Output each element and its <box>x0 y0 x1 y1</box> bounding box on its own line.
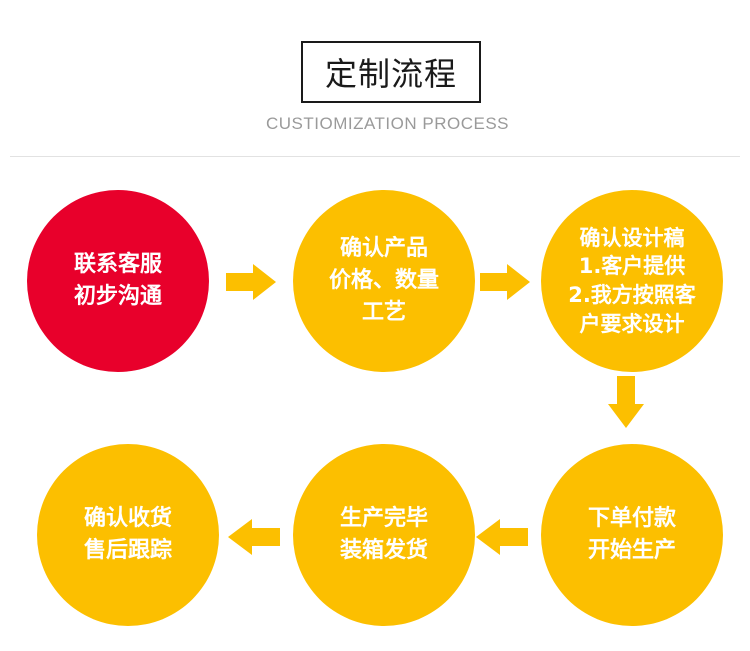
step-order-payment: 下单付款 开始生产 <box>541 444 723 626</box>
step-line: 开始生产 <box>587 538 676 563</box>
step-line: 户要求设计 <box>579 311 685 336</box>
step-line: 生产完毕 <box>339 506 428 532</box>
step-line: 价格、数量 <box>328 268 439 294</box>
step-production-shipping: 生产完毕 装箱发货 <box>293 444 475 626</box>
step-line: 售后跟踪 <box>83 538 172 563</box>
page-title: 定制流程 <box>324 55 457 93</box>
arrow-left-icon <box>228 519 280 555</box>
header-divider <box>10 156 740 157</box>
step-line: 1.客户提供 <box>578 254 686 279</box>
step-line: 装箱发货 <box>339 538 428 563</box>
step-contact-service: 联系客服 初步沟通 <box>27 190 209 372</box>
step-line: 确认收货 <box>83 506 172 532</box>
step-line: 联系客服 <box>73 252 162 278</box>
step-confirm-product: 确认产品 价格、数量 工艺 <box>293 190 475 372</box>
step-line: 2.我方按照客 <box>568 283 696 307</box>
step-line: 工艺 <box>361 299 406 325</box>
step-confirm-design: 确认设计稿 1.客户提供 2.我方按照客 户要求设计 <box>541 190 723 372</box>
title-box: 定制流程 <box>301 41 481 103</box>
step-line: 确认设计稿 <box>579 225 685 250</box>
step-line: 确认产品 <box>339 236 428 262</box>
page-subtitle: CUSTIOMIZATION PROCESS <box>265 114 510 133</box>
step-confirm-receipt: 确认收货 售后跟踪 <box>37 444 219 626</box>
arrow-right-icon <box>480 264 530 300</box>
arrow-right-icon <box>226 264 276 300</box>
arrow-down-icon <box>608 376 644 428</box>
step-line: 下单付款 <box>587 506 676 532</box>
arrow-left-icon <box>476 519 528 555</box>
step-line: 初步沟通 <box>73 284 162 309</box>
